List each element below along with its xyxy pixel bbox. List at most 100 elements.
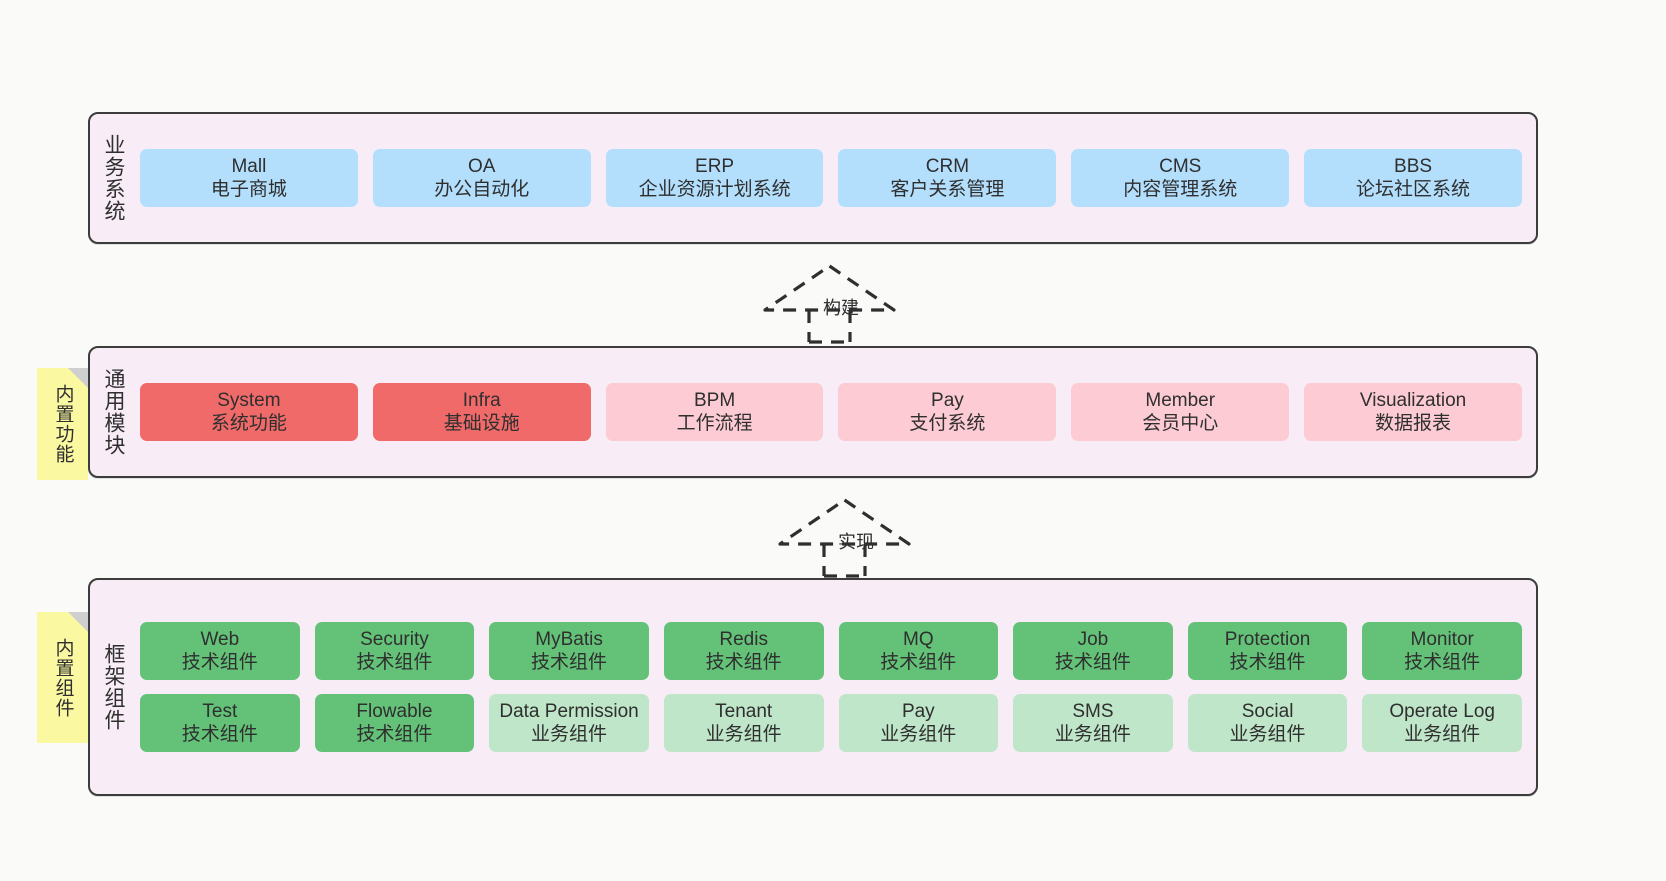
node-title: Protection bbox=[1224, 628, 1311, 650]
node-title: CRM bbox=[925, 155, 970, 177]
node-sms[interactable]: SMS 业务组件 bbox=[1013, 694, 1173, 753]
node-title: OA bbox=[468, 155, 496, 177]
layer-body-common-module: System 系统功能 Infra 基础设施 BPM 工作流程 Pay 支付系统… bbox=[136, 348, 1536, 476]
node-title: BBS bbox=[1394, 155, 1433, 177]
node-test[interactable]: Test 技术组件 bbox=[140, 694, 300, 753]
layer-framework-component[interactable]: 框架组件 Web 技术组件 Security 技术组件 MyBatis 技术组件… bbox=[88, 578, 1538, 796]
node-title: Pay bbox=[901, 701, 935, 722]
node-monitor[interactable]: Monitor 技术组件 bbox=[1362, 621, 1522, 680]
node-member[interactable]: Member 会员中心 bbox=[1071, 382, 1290, 442]
node-subtitle: 技术组件 bbox=[531, 651, 608, 673]
node-title: Test bbox=[202, 701, 238, 722]
node-subtitle: 技术组件 bbox=[356, 724, 433, 746]
connector-build-label: 构建 bbox=[823, 298, 859, 318]
node-erp[interactable]: ERP 企业资源计划系统 bbox=[605, 148, 824, 208]
node-title: ERP bbox=[695, 155, 735, 177]
node-title: CMS bbox=[1159, 155, 1202, 177]
node-title: Job bbox=[1077, 628, 1109, 650]
node-subtitle: 内容管理系统 bbox=[1123, 179, 1238, 200]
node-mq[interactable]: MQ 技术组件 bbox=[838, 621, 999, 680]
node-subtitle: 业务组件 bbox=[1229, 724, 1306, 746]
node-subtitle: 业务组件 bbox=[880, 724, 957, 746]
node-tenant[interactable]: Tenant 业务组件 bbox=[663, 694, 824, 753]
node-oa[interactable]: OA 办公自动化 bbox=[372, 148, 591, 208]
node-title: BPM bbox=[693, 389, 736, 411]
implement-arrow-head bbox=[778, 498, 911, 546]
node-visualization[interactable]: Visualization 数据报表 bbox=[1304, 382, 1522, 442]
node-data-permission[interactable]: Data Permission 业务组件 bbox=[489, 694, 649, 753]
node-infra[interactable]: Infra 基础设施 bbox=[372, 382, 591, 442]
layer-body-business-system: Mall 电子商城 OA 办公自动化 ERP 企业资源计划系统 CRM 客户关系… bbox=[136, 114, 1536, 242]
node-operate-log[interactable]: Operate Log 业务组件 bbox=[1362, 694, 1522, 753]
node-subtitle: 技术组件 bbox=[356, 651, 433, 673]
node-row: System 系统功能 Infra 基础设施 BPM 工作流程 Pay 支付系统… bbox=[140, 382, 1522, 442]
node-title: Security bbox=[360, 628, 429, 650]
node-bbs[interactable]: BBS 论坛社区系统 bbox=[1304, 148, 1522, 208]
node-subtitle: 技术组件 bbox=[1229, 651, 1306, 673]
node-crm[interactable]: CRM 客户关系管理 bbox=[838, 148, 1057, 208]
build-arrow-head bbox=[763, 264, 896, 312]
node-subtitle: 技术组件 bbox=[181, 651, 258, 673]
node-mybatis[interactable]: MyBatis 技术组件 bbox=[489, 621, 649, 680]
note-fold-corner-icon bbox=[68, 612, 88, 632]
note-fold-corner-icon bbox=[68, 368, 88, 388]
implement-arrow-stem bbox=[822, 544, 867, 578]
node-mall[interactable]: Mall 电子商城 bbox=[140, 148, 358, 208]
node-redis[interactable]: Redis 技术组件 bbox=[663, 621, 824, 680]
node-subtitle: 会员中心 bbox=[1142, 413, 1219, 434]
node-row: Web 技术组件 Security 技术组件 MyBatis 技术组件 Redi… bbox=[140, 621, 1522, 680]
node-pay[interactable]: Pay 支付系统 bbox=[838, 382, 1057, 442]
layer-common-module[interactable]: 通用模块 System 系统功能 Infra 基础设施 BPM 工作流程 Pay… bbox=[88, 346, 1538, 478]
node-title: Redis bbox=[719, 628, 768, 650]
node-row: Test 技术组件 Flowable 技术组件 Data Permission … bbox=[140, 694, 1522, 753]
node-subtitle: 业务组件 bbox=[705, 724, 782, 746]
node-title: Infra bbox=[462, 389, 501, 411]
node-row: Mall 电子商城 OA 办公自动化 ERP 企业资源计划系统 CRM 客户关系… bbox=[140, 148, 1522, 208]
node-social[interactable]: Social 业务组件 bbox=[1187, 694, 1348, 753]
node-subtitle: 业务组件 bbox=[531, 724, 608, 746]
node-subtitle: 技术组件 bbox=[1054, 651, 1131, 673]
node-title: MyBatis bbox=[535, 628, 603, 650]
build-arrow-stem bbox=[807, 310, 852, 344]
node-subtitle: 支付系统 bbox=[909, 413, 986, 434]
note-builtin-component[interactable]: 内置组件 bbox=[37, 612, 88, 743]
connector-implement-label: 实现 bbox=[838, 532, 874, 552]
node-pay-business[interactable]: Pay 业务组件 bbox=[838, 694, 999, 753]
node-subtitle: 企业资源计划系统 bbox=[638, 179, 791, 200]
node-title: Flowable bbox=[356, 701, 433, 722]
note-builtin-feature[interactable]: 内置功能 bbox=[37, 368, 88, 480]
node-title: Visualization bbox=[1359, 389, 1467, 411]
node-subtitle: 业务组件 bbox=[1054, 724, 1131, 746]
node-bpm[interactable]: BPM 工作流程 bbox=[605, 382, 824, 442]
layer-business-system[interactable]: 业务系统 Mall 电子商城 OA 办公自动化 ERP 企业资源计划系统 CRM… bbox=[88, 112, 1538, 244]
node-subtitle: 电子商城 bbox=[210, 179, 287, 200]
node-subtitle: 系统功能 bbox=[210, 413, 287, 434]
note-label: 内置功能 bbox=[52, 384, 74, 464]
node-title: Monitor bbox=[1410, 628, 1474, 650]
node-job[interactable]: Job 技术组件 bbox=[1013, 621, 1173, 680]
node-cms[interactable]: CMS 内容管理系统 bbox=[1071, 148, 1290, 208]
node-web[interactable]: Web 技术组件 bbox=[140, 621, 300, 680]
node-flowable[interactable]: Flowable 技术组件 bbox=[314, 694, 475, 753]
layer-body-framework-component: Web 技术组件 Security 技术组件 MyBatis 技术组件 Redi… bbox=[136, 580, 1536, 794]
node-subtitle: 技术组件 bbox=[880, 651, 957, 673]
node-subtitle: 技术组件 bbox=[1404, 651, 1481, 673]
node-title: Social bbox=[1241, 701, 1294, 722]
node-subtitle: 技术组件 bbox=[705, 651, 782, 673]
layer-title-common-module: 通用模块 bbox=[101, 368, 125, 456]
note-label: 内置组件 bbox=[52, 637, 74, 718]
node-subtitle: 技术组件 bbox=[181, 724, 258, 746]
node-title: Mall bbox=[231, 155, 267, 177]
node-title: Web bbox=[200, 628, 240, 650]
node-subtitle: 工作流程 bbox=[676, 413, 753, 434]
connector-build: 构建 bbox=[757, 262, 902, 344]
node-title: Member bbox=[1145, 389, 1216, 411]
node-title: SMS bbox=[1072, 701, 1114, 722]
node-protection[interactable]: Protection 技术组件 bbox=[1187, 621, 1348, 680]
node-subtitle: 业务组件 bbox=[1404, 724, 1481, 746]
node-security[interactable]: Security 技术组件 bbox=[314, 621, 475, 680]
node-system[interactable]: System 系统功能 bbox=[140, 382, 358, 442]
node-title: Pay bbox=[931, 389, 964, 411]
node-subtitle: 基础设施 bbox=[443, 413, 520, 434]
